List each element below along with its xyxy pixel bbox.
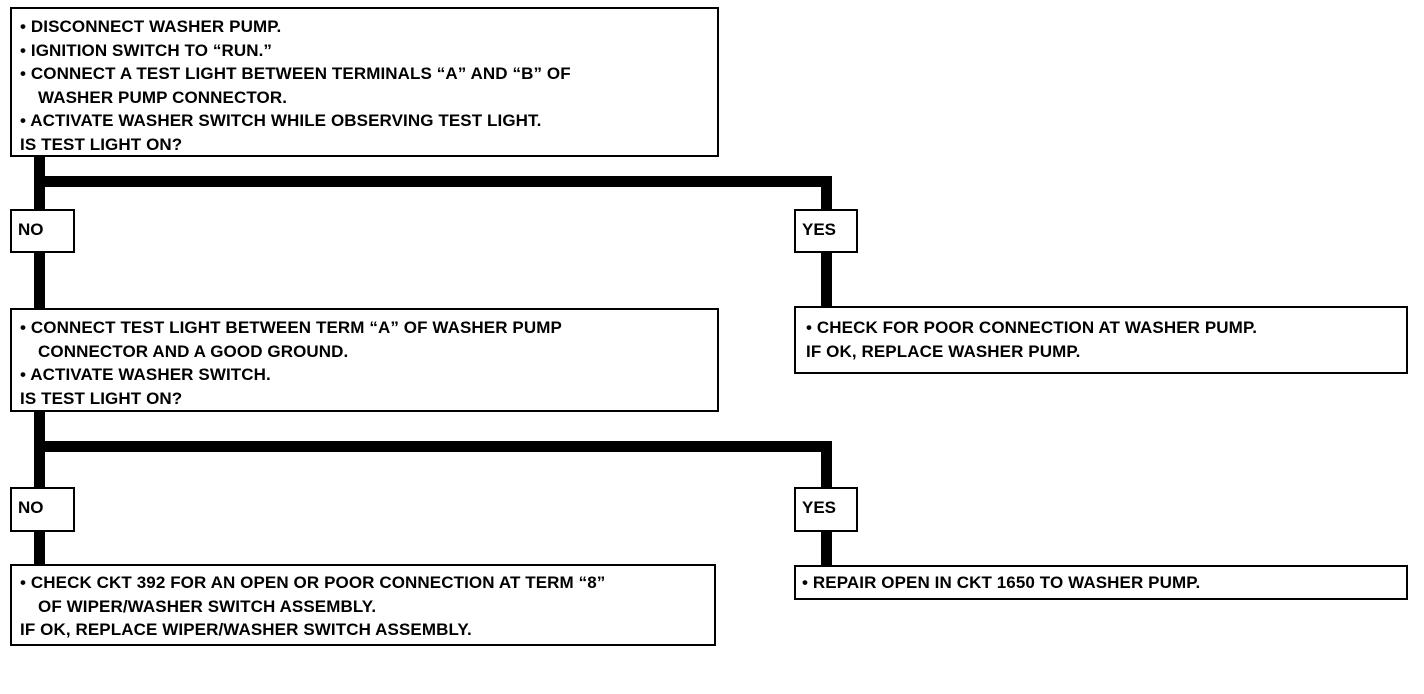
result-box-replace-switch: • CHECK CKT 392 FOR AN OPEN OR POOR CONN… bbox=[10, 564, 716, 646]
connector-horizontal-2 bbox=[34, 441, 832, 452]
branch-1-yes-label: YES bbox=[794, 209, 858, 253]
step-1-line-3: • CONNECT A TEST LIGHT BETWEEN TERMINALS… bbox=[20, 64, 571, 83]
connector-yes-drop-2 bbox=[821, 441, 832, 487]
step-box-1: • DISCONNECT WASHER PUMP. • IGNITION SWI… bbox=[10, 7, 719, 157]
step-box-2: • CONNECT TEST LIGHT BETWEEN TERM “A” OF… bbox=[10, 308, 719, 412]
connector-no-to-box2 bbox=[34, 252, 45, 310]
result-2-line-1: • CHECK CKT 392 FOR AN OPEN OR POOR CONN… bbox=[20, 573, 606, 592]
branch-1-no-label: NO bbox=[10, 209, 75, 253]
step-1-line-2: • IGNITION SWITCH TO “RUN.” bbox=[20, 40, 272, 60]
connector-yes-drop-1 bbox=[821, 176, 832, 209]
branch-2-yes-label: YES bbox=[794, 487, 858, 532]
result-3-line-1: • REPAIR OPEN IN CKT 1650 TO WASHER PUMP… bbox=[802, 573, 1201, 592]
step-2-line-1: • CONNECT TEST LIGHT BETWEEN TERM “A” OF… bbox=[20, 318, 562, 337]
step-1-line-1: • DISCONNECT WASHER PUMP. bbox=[20, 17, 282, 36]
connector-no-to-box4 bbox=[34, 531, 45, 567]
result-1-line-2: IF OK, REPLACE WASHER PUMP. bbox=[806, 341, 1081, 361]
step-1-line-4: WASHER PUMP CONNECTOR. bbox=[38, 87, 288, 107]
step-2-line-2: CONNECTOR AND A GOOD GROUND. bbox=[38, 341, 349, 361]
result-1-line-1: • CHECK FOR POOR CONNECTION AT WASHER PU… bbox=[806, 318, 1258, 337]
step-1-question: IS TEST LIGHT ON? bbox=[20, 134, 183, 154]
connector-yes-to-box3 bbox=[821, 252, 832, 308]
step-2-line-3: • ACTIVATE WASHER SWITCH. bbox=[20, 365, 271, 384]
result-box-repair-open: • REPAIR OPEN IN CKT 1650 TO WASHER PUMP… bbox=[794, 565, 1408, 600]
result-2-line-3: IF OK, REPLACE WIPER/WASHER SWITCH ASSEM… bbox=[20, 620, 472, 639]
result-2-line-2: OF WIPER/WASHER SWITCH ASSEMBLY. bbox=[38, 596, 377, 616]
branch-2-no-label: NO bbox=[10, 487, 75, 532]
result-box-replace-pump: • CHECK FOR POOR CONNECTION AT WASHER PU… bbox=[794, 306, 1408, 374]
step-2-question: IS TEST LIGHT ON? bbox=[20, 388, 183, 408]
connector-yes-to-box5 bbox=[821, 531, 832, 567]
step-1-line-5: • ACTIVATE WASHER SWITCH WHILE OBSERVING… bbox=[20, 111, 542, 130]
connector-horizontal-1 bbox=[34, 176, 832, 187]
